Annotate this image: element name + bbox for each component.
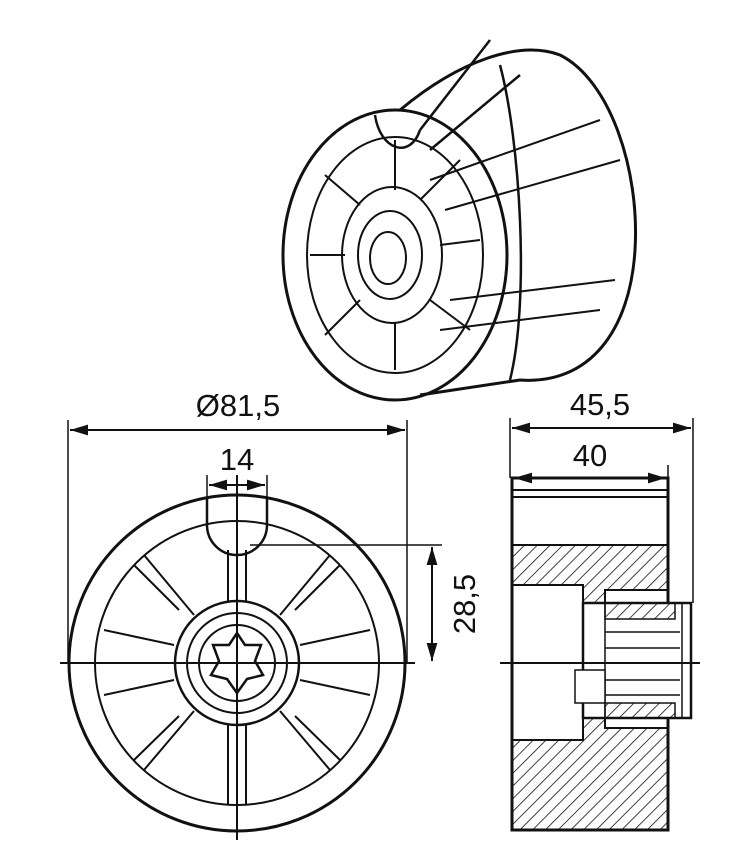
- side-section-view: [500, 476, 700, 832]
- isometric-view: [281, 39, 638, 402]
- diameter-label: Ø81,5: [196, 388, 280, 423]
- slot-depth-label: 28,5: [447, 574, 482, 634]
- dimension-body-length: 40: [514, 438, 669, 484]
- dimension-total-length: 45,5: [509, 387, 694, 603]
- dimension-slot-width: 14: [206, 442, 268, 500]
- total-length-label: 45,5: [570, 387, 630, 422]
- dimension-diameter: Ø81,5: [67, 388, 408, 663]
- front-view: [60, 475, 415, 840]
- slot-width-label: 14: [220, 442, 254, 477]
- body-length-label: 40: [573, 438, 607, 473]
- dimension-slot-depth: 28,5: [250, 544, 482, 661]
